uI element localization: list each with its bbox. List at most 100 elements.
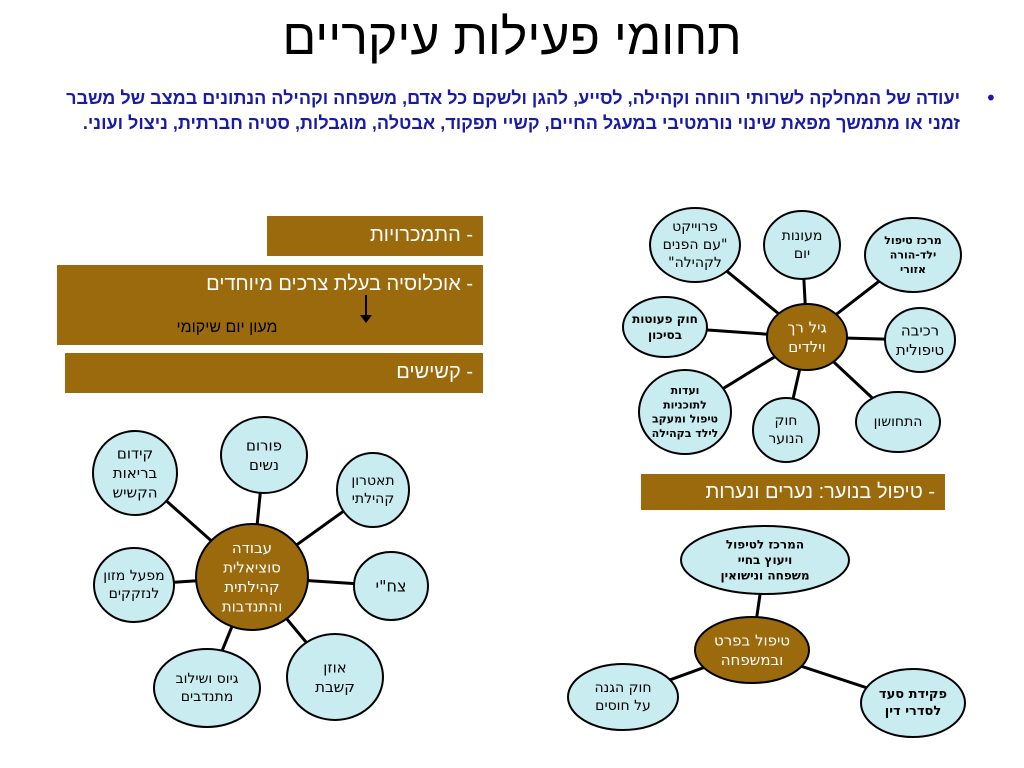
bullet-dot: • xyxy=(985,86,997,110)
node-women: פורום נשים xyxy=(220,416,308,494)
node-label-food: מפעל מזון xyxy=(103,568,164,584)
node-daycare: מעונות יום xyxy=(763,210,841,280)
node-shape-welfareoff xyxy=(860,668,966,738)
node-label-ear: קשבת xyxy=(315,678,355,696)
addictions-box: - התמכרויות xyxy=(266,215,484,257)
node-label-committees: לילד בקהילה xyxy=(652,427,719,440)
addictions-label: - התמכרויות xyxy=(369,224,473,246)
node-label-familycenter: משפחה ונישואין xyxy=(720,569,809,583)
node-label-theater: תאטרון xyxy=(351,473,394,489)
node-label-community: והתנדבות xyxy=(222,597,283,615)
node-label-parentchild: ילד-הורה xyxy=(890,249,936,262)
node-shape-individual xyxy=(694,616,810,684)
node-shape-women xyxy=(220,416,308,494)
node-label-parentchild: מרכז טיפול xyxy=(884,234,941,247)
node-volunteers: גיוס ושילוב מתנדבים xyxy=(153,648,261,728)
node-label-volunteers: מתנדבים xyxy=(181,689,233,705)
hub-node-individual: טיפול בפרט ובמשפחה xyxy=(694,616,810,684)
arrow-head-icon xyxy=(360,315,372,323)
special-needs-box: - אוכלוסיה בעלת צרכים מיוחדים מעון יום ש… xyxy=(56,264,484,346)
node-label-tsahi: צח"י xyxy=(376,577,407,596)
node-label-women: פורום xyxy=(246,436,282,454)
elderly-label: - קשישים xyxy=(396,361,473,383)
node-shape-children xyxy=(766,303,848,371)
node-shape-volunteers xyxy=(153,648,261,728)
node-label-health: הקשיש xyxy=(112,484,157,502)
node-shape-health xyxy=(92,430,178,516)
node-label-teenlaw: חוק xyxy=(775,413,798,429)
node-shape-daycare xyxy=(763,210,841,280)
youth-box: - טיפול בנוער: נערים ונערות xyxy=(640,473,946,511)
node-label-community: קהילתית xyxy=(224,578,279,596)
node-label-parentchild: אזורי xyxy=(900,263,926,276)
node-label-familycenter: ויעוץ בחיי xyxy=(738,553,793,567)
node-shape-project xyxy=(649,207,741,283)
node-label-welfareoff: פקידת סעד xyxy=(879,687,947,702)
node-label-individual: ובמשפחה xyxy=(721,651,784,669)
node-shape-hatchushon xyxy=(855,391,941,453)
node-label-youthlaw: בסיכון xyxy=(648,328,682,342)
node-label-theater: קהילתי xyxy=(352,491,395,507)
elderly-box: - קשישים xyxy=(64,352,484,394)
node-label-women: נשים xyxy=(249,456,279,474)
node-label-therapeutic: טיפולית xyxy=(896,341,944,359)
special-needs-sub: מעון יום שיקומי xyxy=(176,319,278,336)
node-shape-committees xyxy=(638,369,732,455)
node-label-committees: טיפול ומעקב xyxy=(652,413,718,426)
node-label-community: סוציאלית xyxy=(223,558,281,576)
node-hatchushon: התחושון xyxy=(855,391,941,453)
node-theater: תאטרון קהילתי xyxy=(336,452,410,528)
node-shape-food xyxy=(93,547,175,623)
node-label-individual: טיפול בפרט xyxy=(714,631,790,649)
node-label-teenlaw: הנוער xyxy=(768,431,803,447)
mission-statement: יעודה של המחלקה לשרותי רווחה וקהילה, לסי… xyxy=(66,88,960,133)
arrow-down-icon xyxy=(365,295,367,317)
node-shape-theater xyxy=(336,452,410,528)
node-shape-familycenter xyxy=(680,525,850,595)
node-label-hatchushon: התחושון xyxy=(874,414,923,430)
node-label-shelterlaw: חוק הגנה xyxy=(594,680,651,696)
node-label-daycare: מעונות xyxy=(782,228,823,244)
node-shape-tsahi xyxy=(353,551,429,621)
node-label-project: "עם הפנים xyxy=(663,237,728,253)
node-label-welfareoff: לסדרי דין xyxy=(885,704,941,719)
node-shape-shelterlaw xyxy=(567,663,679,731)
node-project: פרוייקט "עם הפנים לקהילה" xyxy=(649,207,741,283)
node-label-ear: אוזן xyxy=(323,658,346,676)
node-label-food: לנזקקים xyxy=(109,586,160,602)
node-label-health: בריאות xyxy=(113,464,158,482)
node-label-volunteers: גיוס ושילוב xyxy=(176,671,239,687)
node-teenlaw: חוק הנוער xyxy=(752,397,820,463)
node-welfareoff: פקידת סעד לסדרי דין xyxy=(860,668,966,738)
node-label-shelterlaw: על חוסים xyxy=(595,698,651,714)
node-shape-youthlaw xyxy=(622,296,708,358)
node-shape-ear xyxy=(286,633,384,721)
node-shape-teenlaw xyxy=(752,397,820,463)
node-label-project: פרוייקט xyxy=(672,219,718,235)
node-label-community: עבודה xyxy=(232,539,272,557)
node-tsahi: צח"י xyxy=(353,551,429,621)
node-ear: אוזן קשבת xyxy=(286,633,384,721)
node-label-therapeutic: רכיבה xyxy=(901,321,939,339)
hub-node-children: גיל רך וילדים xyxy=(766,303,848,371)
node-shelterlaw: חוק הגנה על חוסים xyxy=(567,663,679,731)
node-label-committees: לתוכניות xyxy=(663,398,707,411)
node-label-children: גיל רך xyxy=(787,318,826,336)
node-label-project: לקהילה" xyxy=(668,255,722,271)
node-shape-community xyxy=(195,523,309,631)
youth-label: - טיפול בנוער: נערים ונערות xyxy=(705,481,935,503)
node-label-health: קידום xyxy=(117,445,153,463)
node-label-children: וילדים xyxy=(788,338,825,356)
node-label-youthlaw: חוק פעוטות xyxy=(632,312,698,326)
node-label-daycare: יום xyxy=(794,246,810,262)
node-shape-therapeutic xyxy=(884,307,956,373)
node-youthlaw: חוק פעוטות בסיכון xyxy=(622,296,708,358)
node-label-committees: ועדות xyxy=(671,384,700,397)
node-food: מפעל מזון לנזקקים xyxy=(93,547,175,623)
